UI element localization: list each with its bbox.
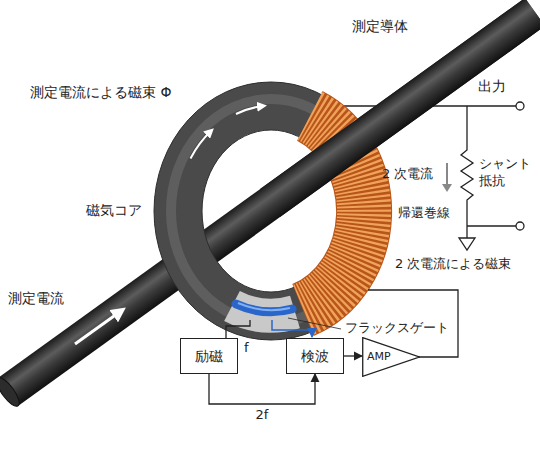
signal-label: f xyxy=(244,340,249,356)
excitation-box: 励磁 xyxy=(180,338,238,374)
measured-conductor-front xyxy=(260,0,540,217)
node-text: AMP xyxy=(367,350,391,363)
fluxgate-highlight xyxy=(238,303,290,310)
flux-arrow xyxy=(236,106,263,114)
amplifier-triangle: AMP xyxy=(362,337,420,377)
current-direction-head xyxy=(442,184,452,192)
edge-label: 2f xyxy=(254,407,271,423)
current-label: 測定電流 xyxy=(8,290,64,307)
terminal-label: 出力 xyxy=(478,78,506,95)
leader-line xyxy=(288,318,341,329)
flux-label: 2 次電流による磁束 xyxy=(395,256,511,272)
ground-symbol xyxy=(459,238,475,250)
output-terminal xyxy=(516,102,524,110)
measured-conductor xyxy=(0,0,540,406)
fluxgate-element xyxy=(236,304,292,312)
part-label: シャント 抵抗 xyxy=(479,156,532,190)
current-direction-arrow xyxy=(446,163,448,186)
part-label: 測定導体 xyxy=(352,18,408,35)
current-label: 2 次電流 xyxy=(382,166,433,182)
detection-wire xyxy=(272,320,312,337)
signal-arrow xyxy=(209,374,315,404)
output-terminal xyxy=(516,222,524,230)
core-edge xyxy=(154,82,388,340)
amplifier-shape xyxy=(363,338,420,377)
detector-box: 検波 xyxy=(286,338,344,374)
node-text: 検波 xyxy=(301,348,329,365)
node-text: 励磁 xyxy=(195,348,223,365)
flux-arrow xyxy=(191,131,212,159)
signal-arrow xyxy=(344,355,362,356)
excitation-wire xyxy=(226,320,250,338)
current-arrow xyxy=(75,311,121,344)
output-wire xyxy=(467,225,516,226)
flux-label: 測定電流による磁束 Φ xyxy=(30,84,171,101)
shunt-resistor xyxy=(461,106,473,238)
part-label: フラックスゲート xyxy=(345,320,449,336)
part-label: 磁気コア xyxy=(86,202,142,219)
conductor-end xyxy=(0,375,23,410)
part-label: 帰還巻線 xyxy=(398,205,450,221)
